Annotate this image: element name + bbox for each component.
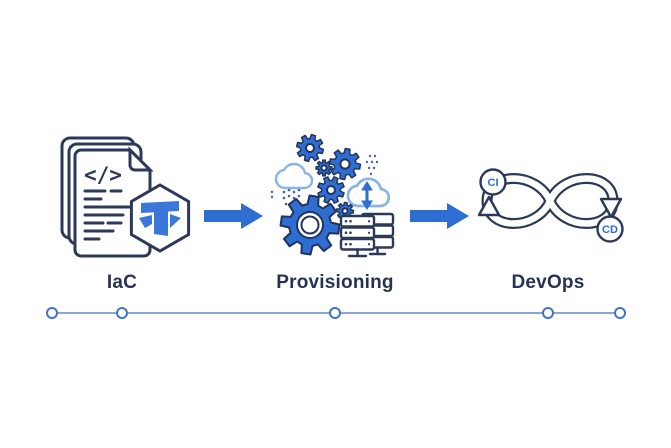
document-text-lines [83,189,131,241]
gear-icon-large [279,194,341,256]
flow-arrow-icon [204,203,263,229]
document-stack-icon: </> [60,136,191,258]
timeline-node [329,307,341,319]
stage-label-devops: DevOps [511,272,585,293]
timeline-node [542,307,554,319]
code-symbol: </> [84,163,122,187]
timeline-node [614,307,626,319]
svg-text:CI: CI [488,177,499,189]
flow-arrow-icon [410,203,469,229]
stage-label-iac: IaC [106,272,138,293]
cloud-sync-icon [346,177,391,210]
gear-icon [315,159,333,177]
server-rack-icon [339,212,395,258]
sync-arrow [361,181,373,210]
loop-arrowhead-up [477,195,501,217]
devops-infinity-icon: CI CD [477,168,624,243]
stage-label-provisioning: Provisioning [276,272,394,293]
gear-icon [328,147,362,181]
svg-text:CD: CD [602,224,618,236]
cd-badge: CD [596,215,624,243]
gear-icon [295,133,325,163]
dots-decoration [365,154,379,176]
timeline [46,307,626,319]
iac-icon: </> [60,136,191,258]
provisioning-icon [270,133,395,258]
timeline-node [46,307,58,319]
ci-badge: CI [479,168,507,196]
timeline-node [116,307,128,319]
loop-arrowhead-down [599,197,623,219]
terraform-hexagon-logo [129,183,191,253]
cloud-rain-icon [270,162,314,206]
gear-icon [317,176,345,204]
